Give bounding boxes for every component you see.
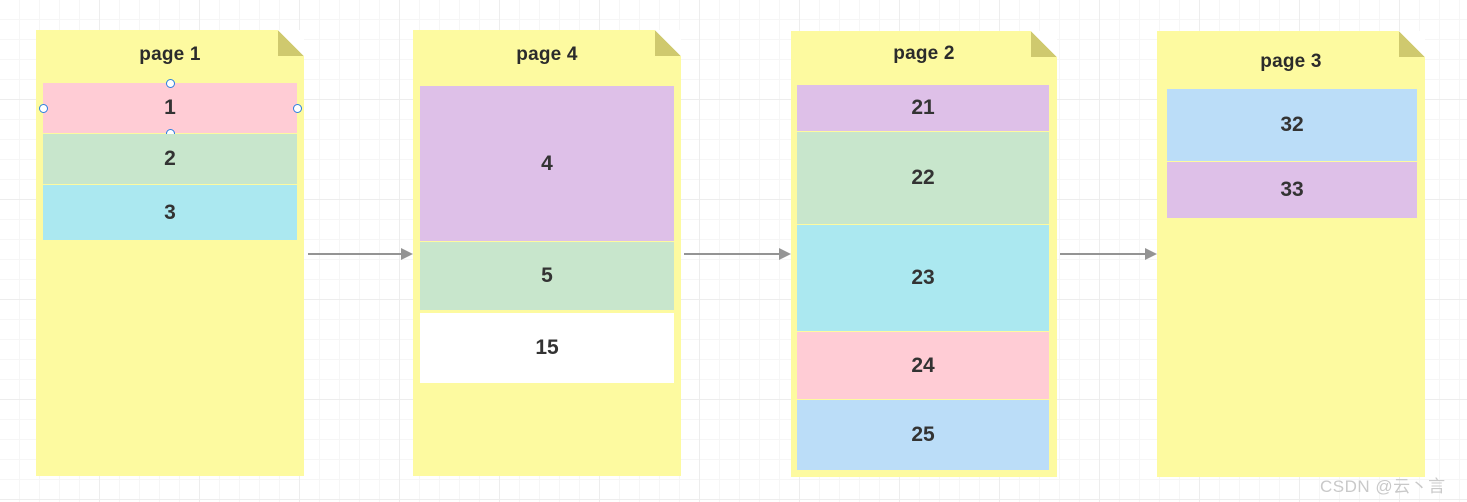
watermark-text: CSDN @云丶言 [1320,477,1446,496]
page-block-24[interactable]: 24 [797,332,1049,399]
page-block-32[interactable]: 32 [1167,89,1417,161]
page-block-5[interactable]: 5 [420,242,674,310]
page-corner-fold-icon [655,30,681,56]
page-corner-fold-icon [1399,31,1425,57]
selection-handle-top[interactable] [165,78,175,88]
page-block-1[interactable]: 1 [43,83,297,133]
arrow-head-icon [779,248,791,260]
page-block-21[interactable]: 21 [797,85,1049,131]
page-block-3[interactable]: 3 [43,185,297,240]
page-title: page 2 [893,43,955,64]
page-title: page 1 [139,44,201,65]
arrow-page1-to-page4[interactable] [308,248,413,260]
arrow-shaft [308,253,402,255]
page-corner-fold-icon [278,30,304,56]
page-block-4[interactable]: 4 [420,86,674,241]
selection-handle-left[interactable] [38,103,48,113]
selection-handle-right[interactable] [292,103,302,113]
page-block-2[interactable]: 2 [43,134,297,184]
page-block-25[interactable]: 25 [797,400,1049,470]
page-corner-fold-icon [1031,31,1057,57]
arrow-shaft [1060,253,1146,255]
arrow-head-icon [1145,248,1157,260]
page-block-22[interactable]: 22 [797,132,1049,224]
arrow-page2-to-page3[interactable] [1060,248,1157,260]
page-block-23[interactable]: 23 [797,225,1049,331]
arrow-head-icon [401,248,413,260]
page-block-15[interactable]: 15 [420,313,674,383]
page-title: page 3 [1260,51,1322,72]
page-block-33[interactable]: 33 [1167,162,1417,218]
arrow-page4-to-page2[interactable] [684,248,791,260]
page-title: page 4 [516,44,578,65]
arrow-shaft [684,253,780,255]
